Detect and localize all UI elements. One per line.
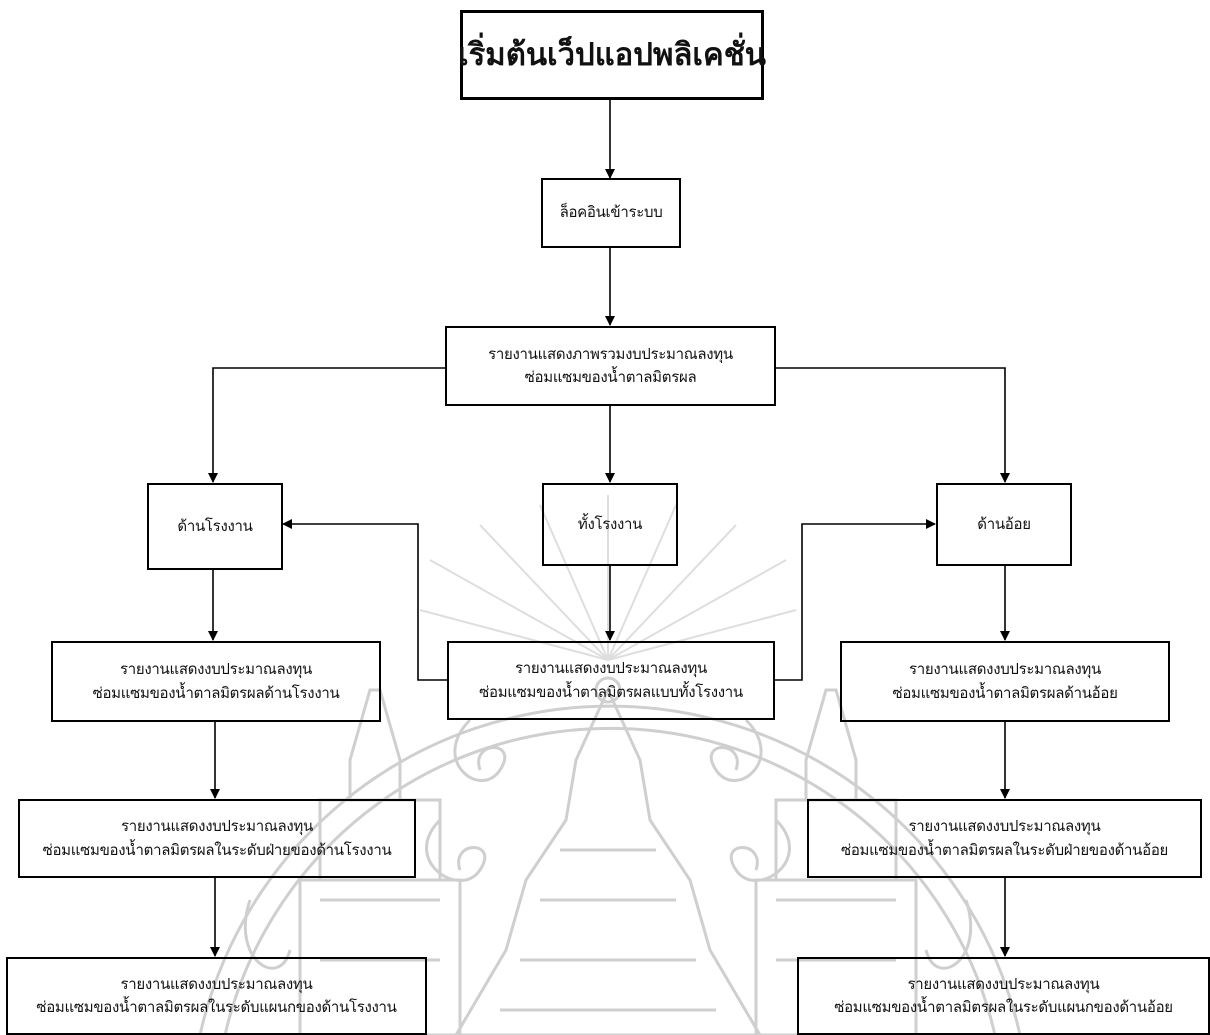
- whole-report-line-2: ซ่อมแซมของน้ำตาลมิตรผลแบบทั้งโรงงาน: [479, 682, 743, 701]
- start-node: เริ่มต้นเว็ปแอปพลิเคชั่น: [458, 10, 766, 100]
- cane-department-node: รายงานแสดงงบประมาณลงทุน ซ่อมแซมของน้ำตาล…: [797, 957, 1210, 1035]
- factory-division-node: รายงานแสดงงบประมาณลงทุน ซ่อมแซมของน้ำตาล…: [18, 799, 416, 878]
- cane-node: ด้านอ้อย: [936, 483, 1072, 566]
- cane-department-line-1: รายงานแสดงงบประมาณลงทุน: [907, 974, 1100, 993]
- overview-node: รายงานแสดงภาพรวมงบประมาณลงทุน ซ่อมแซมของ…: [445, 326, 776, 406]
- whole-report-line-1: รายงานแสดงงบประมาณลงทุน: [515, 659, 707, 678]
- connector-overview-cane: [776, 367, 1010, 483]
- login-node: ล็อคอินเข้าระบบ: [541, 178, 681, 248]
- overview-line-2: ซ่อมแซมของน้ำตาลมิตรผล: [524, 368, 697, 386]
- cane-node-label: ด้านอ้อย: [977, 514, 1031, 533]
- connector-whole-to-factory: [282, 519, 447, 681]
- cane-report-line-2: ซ่อมแซมของน้ำตาลมิตรผลด้านอ้อย: [892, 683, 1118, 702]
- whole-factory-node: ทั้งโรงงาน: [542, 483, 678, 566]
- factory-department-node: รายงานแสดงงบประมาณลงทุน ซ่อมแซมของน้ำตาล…: [6, 957, 427, 1035]
- factory-report-line-1: รายงานแสดงงบประมาณลงทุน: [120, 660, 312, 679]
- connector-overview-factory: [208, 367, 445, 483]
- start-node-label: เริ่มต้นเว็ปแอปพลิเคชั่น: [458, 36, 766, 73]
- whole-factory-node-label: ทั้งโรงงาน: [577, 514, 643, 533]
- connector-whole-to-cane: [775, 519, 936, 681]
- whole-report-node: รายงานแสดงงบประมาณลงทุน ซ่อมแซมของน้ำตาล…: [447, 641, 775, 720]
- factory-department-line-2: ซ่อมแซมของน้ำตาลมิตรผลในระดับแผนกของด้าน…: [36, 998, 397, 1016]
- factory-node: ด้านโรงงาน: [147, 483, 283, 570]
- cane-department-line-2: ซ่อมแซมของน้ำตาลมิตรผลในระดับแผนกของด้าน…: [834, 998, 1173, 1016]
- factory-node-label: ด้านโรงงาน: [177, 516, 253, 535]
- factory-report-line-2: ซ่อมแซมของน้ำตาลมิตรผลด้านโรงงาน: [92, 683, 340, 702]
- factory-department-line-1: รายงานแสดงงบประมาณลงทุน: [120, 974, 313, 993]
- factory-division-line-1: รายงานแสดงงบประมาณลงทุน: [121, 817, 313, 836]
- factory-division-line-2: ซ่อมแซมของน้ำตาลมิตรผลในระดับฝ่ายของด้าน…: [42, 840, 392, 859]
- cane-division-line-1: รายงานแสดงงบประมาณลงทุน: [908, 817, 1101, 836]
- cane-report-line-1: รายงานแสดงงบประมาณลงทุน: [909, 660, 1101, 679]
- cane-division-node: รายงานแสดงงบประมาณลงทุน ซ่อมแซมของน้ำตาล…: [807, 799, 1202, 878]
- factory-report-node: รายงานแสดงงบประมาณลงทุน ซ่อมแซมของน้ำตาล…: [51, 641, 381, 722]
- cane-report-node: รายงานแสดงงบประมาณลงทุน ซ่อมแซมของน้ำตาล…: [840, 641, 1170, 722]
- login-node-label: ล็อคอินเข้าระบบ: [559, 203, 663, 222]
- cane-division-line-2: ซ่อมแซมของน้ำตาลมิตรผลในระดับฝ่ายของด้าน…: [840, 840, 1169, 859]
- overview-line-1: รายงานแสดงภาพรวมงบประมาณลงทุน: [488, 344, 733, 363]
